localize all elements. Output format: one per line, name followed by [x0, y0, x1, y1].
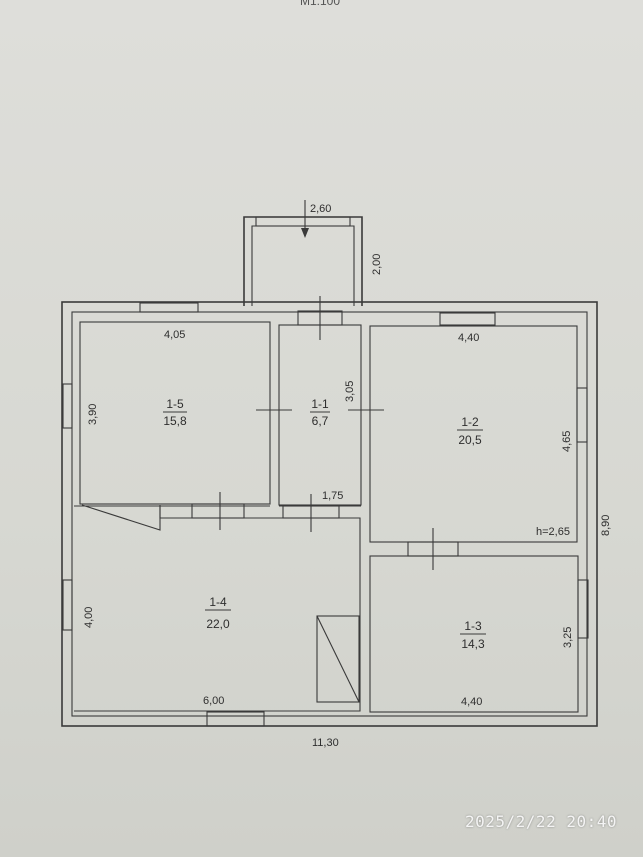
dim-room5-width: 4,05 — [164, 329, 185, 341]
window — [576, 387, 588, 443]
svg-text:1-4: 1-4 — [209, 595, 227, 609]
porch-window — [255, 216, 351, 227]
outer-wall — [61, 301, 598, 727]
room-label-1-5: 1-5 15,8 — [163, 397, 187, 428]
photo-timestamp: 2025/2/22 20:40 — [465, 812, 617, 831]
porch — [243, 200, 363, 306]
svg-text:1-3: 1-3 — [464, 619, 482, 633]
svg-text:6,7: 6,7 — [312, 414, 329, 428]
room-1-5-outline — [79, 321, 271, 505]
room-1-4-outline — [74, 505, 361, 712]
dim-room3-height: 3,25 — [562, 627, 574, 648]
svg-text:1-1: 1-1 — [311, 397, 329, 411]
arrow-head-icon — [301, 228, 309, 238]
dim-room5-height: 3,90 — [87, 404, 99, 425]
room-label-1-4: 1-4 22,0 — [205, 595, 231, 631]
window — [62, 579, 73, 631]
dim-room2-width: 4,40 — [458, 332, 479, 344]
svg-text:14,3: 14,3 — [461, 637, 485, 651]
window — [139, 302, 199, 313]
window — [577, 579, 589, 639]
dim-room1-width: 1,75 — [322, 490, 343, 502]
window — [206, 711, 265, 727]
ceiling-height: h=2,65 — [536, 526, 570, 538]
room-label-1-3: 1-3 14,3 — [460, 619, 486, 651]
room-label-1-2: 1-2 20,5 — [457, 415, 483, 447]
dim-room4-height: 4,00 — [83, 607, 95, 628]
window — [62, 383, 73, 429]
scale-label: M1:100 — [300, 0, 341, 8]
door — [191, 503, 245, 519]
dim-room1-height: 3,05 — [344, 381, 356, 402]
svg-text:15,8: 15,8 — [163, 414, 187, 428]
room-label-1-1: 1-1 6,7 — [310, 397, 330, 428]
svg-text:22,0: 22,0 — [206, 617, 230, 631]
svg-text:1-2: 1-2 — [461, 415, 479, 429]
dim-room4-width: 6,00 — [203, 695, 224, 707]
dim-room3-width: 4,40 — [461, 696, 482, 708]
dim-porch-width: 2,60 — [310, 203, 331, 215]
svg-text:1-5: 1-5 — [166, 397, 184, 411]
stove — [316, 615, 360, 703]
dim-porch-depth: 2,00 — [371, 254, 383, 275]
svg-text:20,5: 20,5 — [458, 433, 482, 447]
stair-mark — [81, 504, 161, 531]
dim-total-width: 11,30 — [312, 737, 339, 749]
inner-wall-line — [71, 311, 588, 717]
window — [439, 312, 496, 326]
dim-total-depth: 8,90 — [600, 515, 612, 536]
dim-room2-height: 4,65 — [561, 431, 573, 452]
